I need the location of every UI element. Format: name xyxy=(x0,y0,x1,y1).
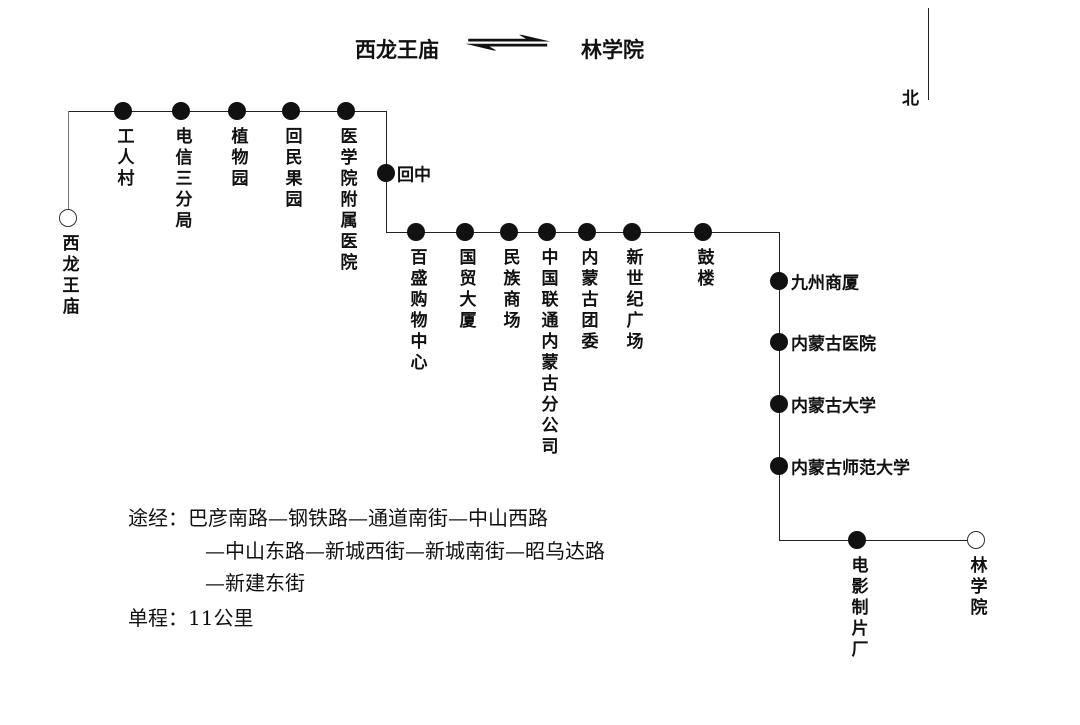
station-label: 新世纪广场 xyxy=(622,248,643,353)
station-label: 内蒙古师范大学 xyxy=(791,458,910,479)
via-streets-2: —中山东路—新城西街—新城南街—昭乌达路 xyxy=(205,539,605,563)
station-label: 医学院附属医院 xyxy=(336,127,357,274)
station-label: 内蒙古医院 xyxy=(791,334,876,355)
station-label: 回中 xyxy=(397,165,431,186)
station-label: 电信三分局 xyxy=(171,127,192,232)
title-from: 西龙王庙 xyxy=(355,37,439,62)
station-label: 内蒙古大学 xyxy=(791,396,876,417)
route-line-top xyxy=(68,111,386,112)
station-label: 植物园 xyxy=(227,127,248,190)
station-marker xyxy=(770,333,788,351)
terminal-end-marker xyxy=(967,531,985,549)
via-streets-1: 巴彦南路—钢铁路—通道南街—中山西路 xyxy=(188,506,548,530)
station-marker xyxy=(770,395,788,413)
station-label: 鼓楼 xyxy=(693,248,714,290)
route-distance: 单程：11公里 xyxy=(128,602,253,631)
distance-value: 11公里 xyxy=(188,606,254,630)
station-marker xyxy=(456,223,474,241)
title-to: 林学院 xyxy=(581,37,644,62)
station-marker xyxy=(848,531,866,549)
station-label: 中国联通内蒙古分公司 xyxy=(537,248,558,458)
station-marker xyxy=(172,102,190,120)
route-line-bottom xyxy=(779,540,969,541)
station-label: 民族商场 xyxy=(499,248,520,332)
station-label: 百盛购物中心 xyxy=(406,248,427,374)
north-label: 北 xyxy=(902,89,919,109)
station-label: 内蒙古团委 xyxy=(577,248,598,353)
route-line-start xyxy=(68,111,69,211)
station-marker xyxy=(337,102,355,120)
station-marker xyxy=(770,272,788,290)
distance-label: 单程： xyxy=(128,606,188,630)
station-marker xyxy=(407,223,425,241)
route-via-line1: 途经：巴彦南路—钢铁路—通道南街—中山西路 xyxy=(128,502,548,531)
station-marker xyxy=(538,223,556,241)
terminal-start-marker xyxy=(59,209,77,227)
north-arrow-icon xyxy=(928,8,929,100)
station-label: 国贸大厦 xyxy=(455,248,476,332)
station-marker xyxy=(377,164,395,182)
station-marker xyxy=(623,223,641,241)
via-streets-3: —新建东街 xyxy=(205,571,305,595)
station-marker xyxy=(694,223,712,241)
station-marker xyxy=(500,223,518,241)
station-marker xyxy=(770,457,788,475)
route-line-right xyxy=(779,232,780,540)
station-marker xyxy=(578,223,596,241)
station-label: 工人村 xyxy=(113,127,134,190)
station-marker xyxy=(114,102,132,120)
via-label: 途经： xyxy=(128,506,188,530)
station-label: 电影制片厂 xyxy=(847,556,868,661)
station-label: 回民果园 xyxy=(281,127,302,211)
terminal-start-label: 西龙王庙 xyxy=(58,234,79,318)
bidirectional-arrow-icon: ⇌ xyxy=(462,28,554,58)
station-marker xyxy=(228,102,246,120)
terminal-end-label: 林学院 xyxy=(966,556,987,619)
station-label: 九州商厦 xyxy=(791,273,859,294)
station-marker xyxy=(282,102,300,120)
